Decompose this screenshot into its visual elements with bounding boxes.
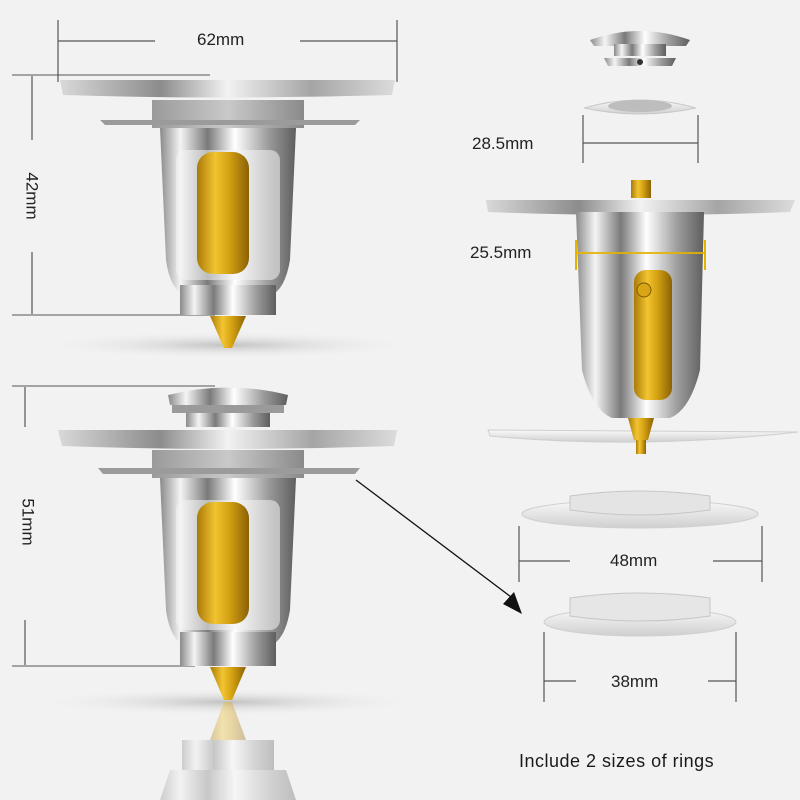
stopper-closed-view bbox=[12, 20, 418, 359]
body-25-5mm-label: 25.5mm bbox=[470, 243, 532, 262]
exploded-view bbox=[486, 31, 799, 454]
rings-caption: Include 2 sizes of rings bbox=[519, 751, 715, 771]
height-42mm-label: 42mm bbox=[22, 172, 42, 220]
rings-view bbox=[518, 490, 763, 702]
stopper-open-view bbox=[12, 385, 522, 800]
width-62mm-label: 62mm bbox=[197, 30, 245, 49]
ring-48mm-label: 48mm bbox=[610, 551, 658, 570]
ring-38mm-label: 38mm bbox=[611, 672, 659, 691]
washer-28-5mm-label: 28.5mm bbox=[472, 134, 534, 153]
height-51mm-label: 51mm bbox=[18, 498, 38, 546]
